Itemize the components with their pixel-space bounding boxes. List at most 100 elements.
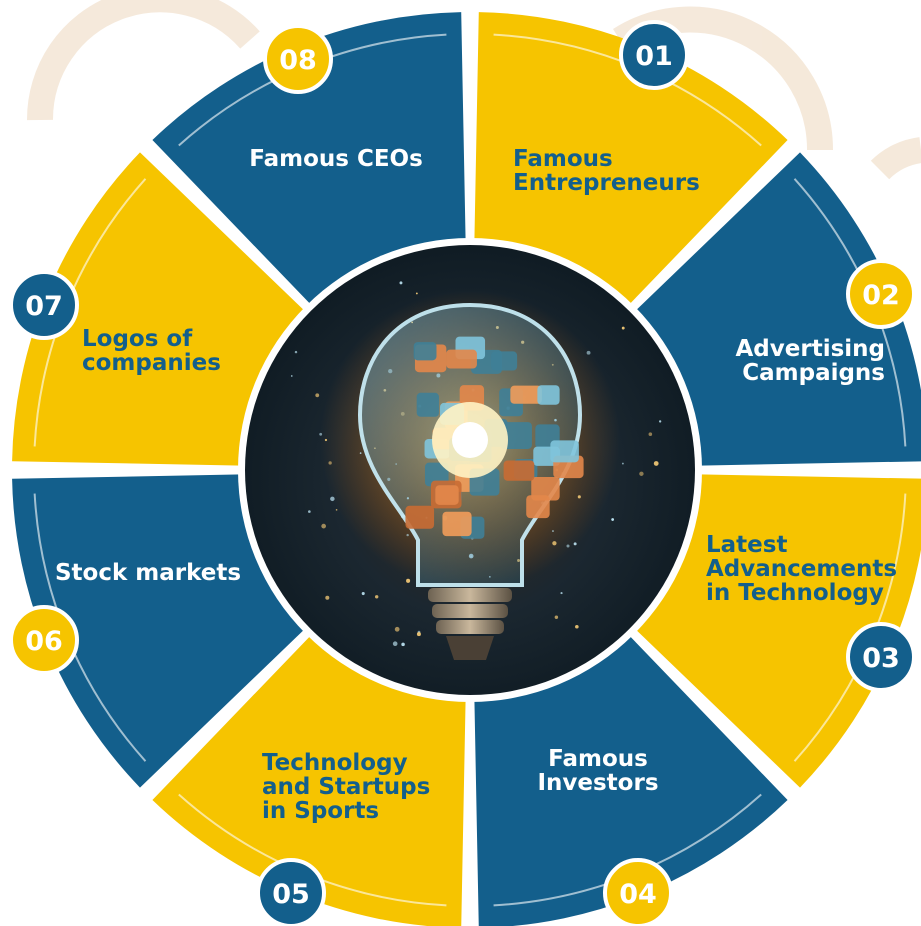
segment-label-06: Stock markets [55, 560, 241, 586]
sparkle [415, 292, 418, 295]
sparkle [621, 326, 625, 330]
sparkle [406, 533, 409, 537]
sparkle [361, 592, 365, 596]
segment-08: Famous CEOs 08 [152, 12, 466, 319]
lightbulb-puzzle-icon [357, 302, 584, 660]
segment-label-line: Latest [706, 532, 787, 558]
puzzle-piece [491, 351, 518, 371]
sparkle [406, 578, 411, 583]
sparkle [375, 595, 379, 599]
sparkle [586, 350, 591, 355]
sparkle [566, 544, 570, 548]
segment-06: Stock markets 06 [9, 474, 319, 788]
puzzle-piece [446, 349, 477, 369]
puzzle-piece [550, 440, 579, 463]
number-badge-text: 03 [862, 643, 900, 674]
number-badge-03: 03 [846, 622, 916, 692]
number-badge-text: 01 [635, 41, 673, 72]
number-badge-text: 07 [25, 291, 63, 322]
sparkle [554, 615, 559, 619]
sparkle [359, 452, 362, 454]
segment-shape-07 [12, 152, 319, 466]
segment-shape-04 [474, 621, 788, 926]
puzzle-piece [442, 511, 472, 537]
segment-shape-05 [152, 621, 466, 926]
sparkle [639, 471, 644, 476]
segment-label-line: in Technology [706, 580, 884, 606]
sparkle [315, 393, 320, 398]
sparkle [324, 438, 328, 442]
sparkle [573, 542, 577, 546]
sparkle [321, 523, 326, 529]
segment-label-line: Investors [537, 770, 658, 796]
sparkle [394, 626, 400, 632]
number-badge-text: 08 [279, 45, 317, 76]
number-badge-text: 04 [619, 879, 657, 910]
number-badge-text: 05 [272, 879, 310, 910]
sparkle [552, 530, 554, 532]
segment-shape-03 [621, 474, 921, 788]
sparkle [319, 432, 323, 436]
puzzle-piece [435, 485, 459, 505]
segment-shape-01 [474, 12, 788, 319]
sparkle [392, 641, 398, 647]
sparkle [330, 496, 335, 502]
sparkle [658, 420, 662, 423]
sparkle [648, 432, 653, 436]
sparkle [401, 642, 405, 647]
number-badge-06: 06 [9, 605, 79, 675]
puzzle-piece [503, 460, 535, 481]
sparkle [294, 350, 298, 354]
segment-label-line: Stock markets [55, 560, 241, 586]
segment-label-line: Advancements [706, 556, 897, 582]
segment-label-line: Advertising [736, 336, 886, 362]
sparkle [290, 375, 293, 377]
sparkle [653, 461, 659, 466]
sparkle [325, 595, 330, 600]
number-badge-07: 07 [9, 270, 79, 340]
puzzle-piece [510, 385, 542, 404]
segment-label-08: Famous CEOs [249, 146, 423, 172]
sparkle [621, 462, 624, 465]
number-badge-text: 02 [862, 280, 900, 311]
segment-label-line: Famous [548, 746, 648, 772]
sparkle [328, 461, 332, 465]
puzzle-piece [405, 505, 435, 529]
segment-label-line: Campaigns [742, 360, 885, 386]
number-badge-05: 05 [256, 858, 326, 926]
segment-label-line: companies [82, 350, 221, 376]
number-badge-04: 04 [603, 858, 673, 926]
segment-label-line: Entrepreneurs [513, 170, 700, 196]
segment-shape-06 [12, 474, 319, 788]
number-badge-01: 01 [619, 20, 689, 90]
sparkle [577, 495, 581, 499]
segment-label-line: Technology [262, 750, 408, 776]
puzzle-piece [531, 477, 560, 501]
segment-label-line: and Startups [262, 774, 430, 800]
sparkle [552, 541, 557, 546]
sparkle [560, 592, 563, 595]
segment-shape-02 [621, 152, 921, 466]
sparkle [611, 518, 615, 521]
puzzle-piece [413, 342, 437, 361]
number-badge-text: 06 [25, 626, 63, 657]
sparkle [335, 509, 338, 511]
segment-shape-08 [152, 12, 466, 319]
puzzle-piece [500, 422, 532, 449]
puzzle-piece [526, 495, 550, 519]
number-badge-08: 08 [263, 24, 333, 94]
